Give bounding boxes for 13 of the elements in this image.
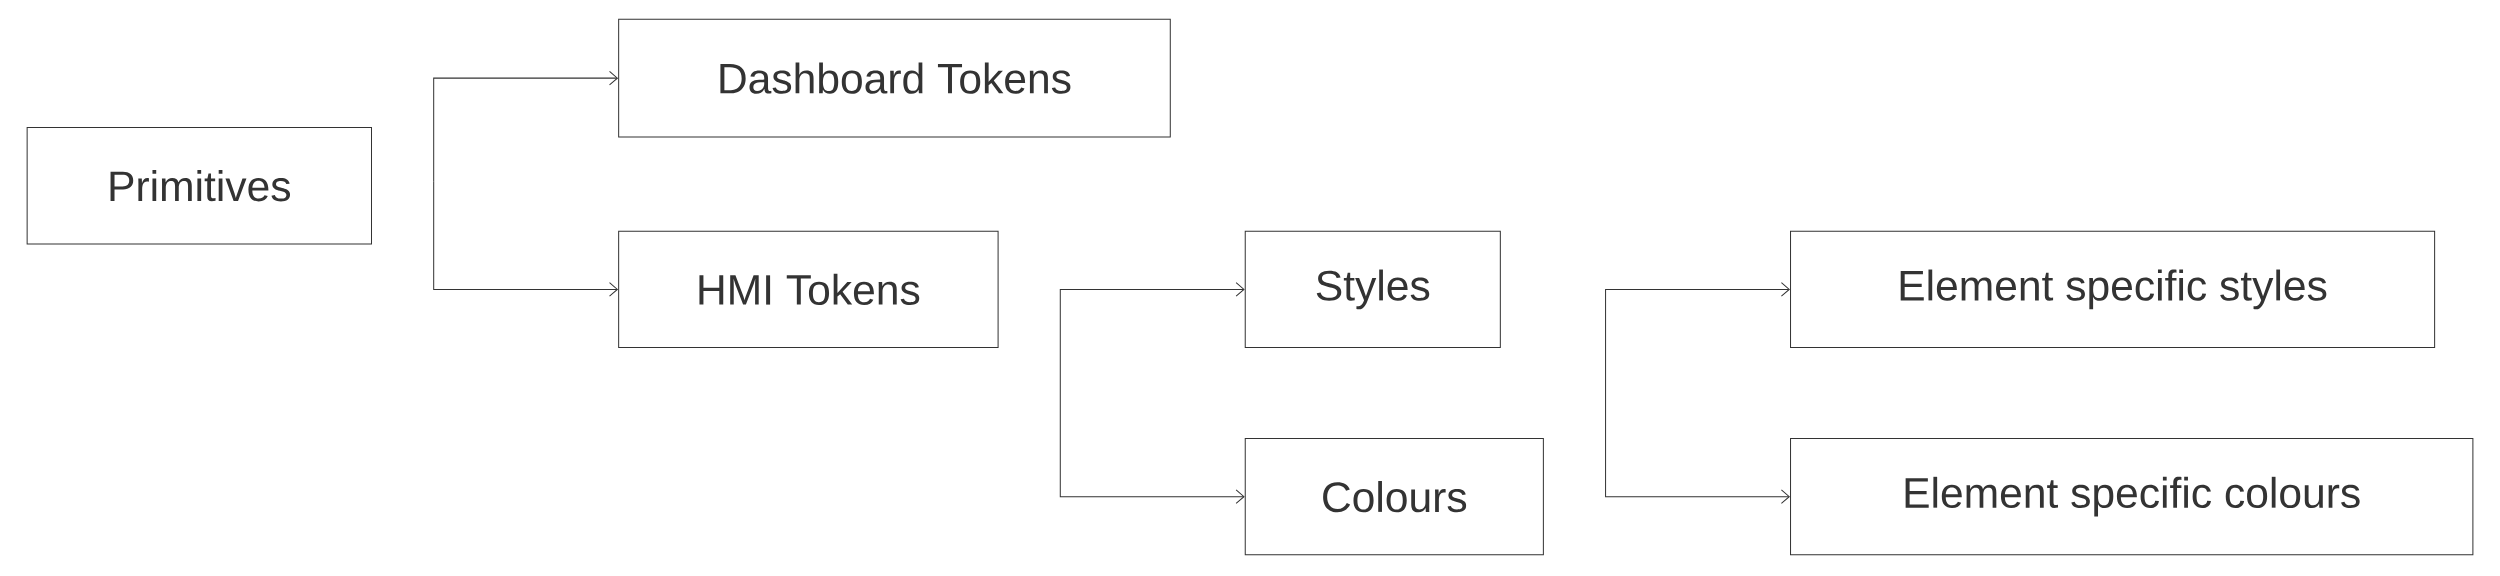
process-box: Primitives: [26, 127, 372, 245]
process-box: Dashboard Tokens: [618, 18, 1171, 138]
arrow: [1059, 388, 1245, 504]
process-box: Element specific colours: [1790, 437, 2474, 556]
process-box: Colours: [1244, 437, 1544, 556]
process-box: HMI Tokens: [618, 230, 999, 349]
arrow: [1059, 282, 1245, 390]
process-box: Styles: [1244, 230, 1501, 349]
arrow: [1605, 388, 1791, 504]
process-box: Element specific styles: [1790, 230, 2436, 349]
arrow: [433, 181, 619, 297]
arrow: [1605, 282, 1791, 390]
arrow: [433, 70, 619, 183]
